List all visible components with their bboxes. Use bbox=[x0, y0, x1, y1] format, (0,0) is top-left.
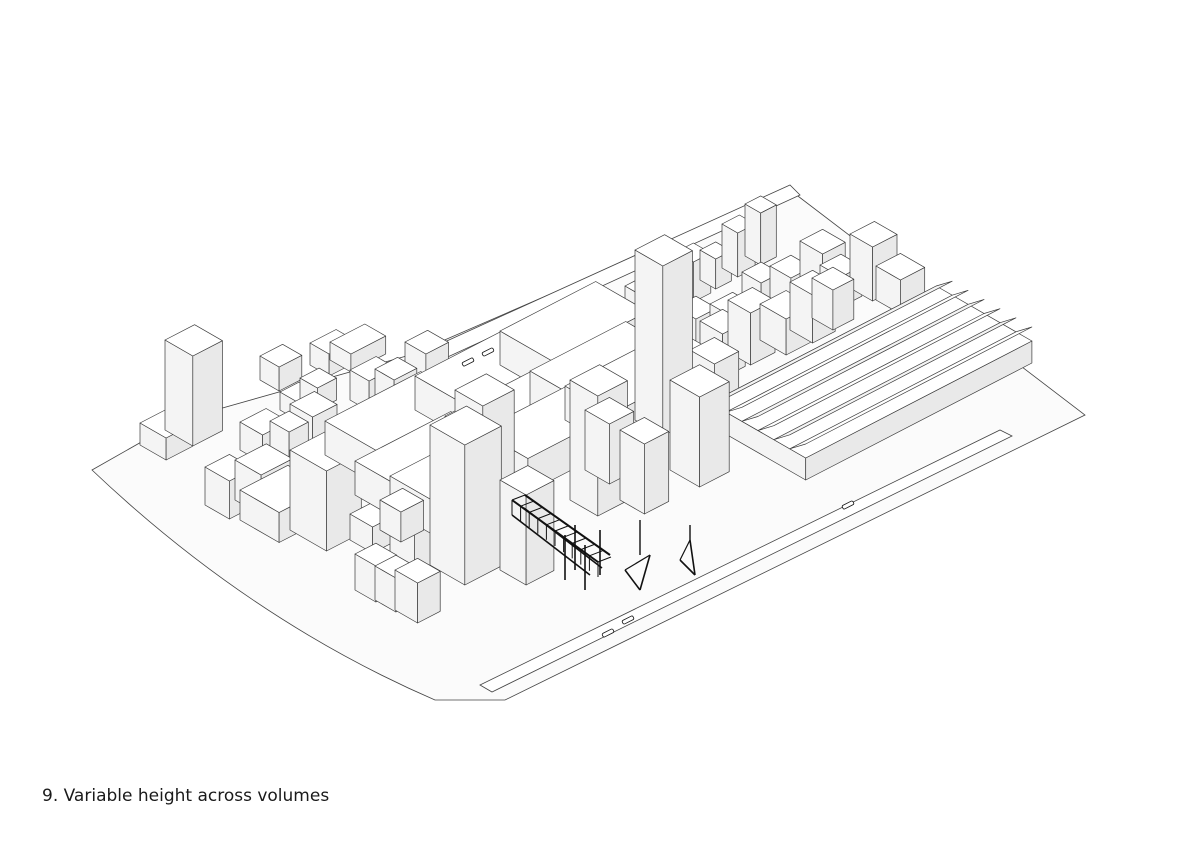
volume-face-left bbox=[430, 425, 465, 585]
volume-face-top bbox=[260, 344, 302, 367]
volume-face-top bbox=[620, 417, 669, 444]
tower-volume bbox=[620, 417, 669, 514]
west-cluster-volume bbox=[165, 325, 222, 446]
steel-canopy-structure bbox=[462, 347, 855, 637]
steel-member bbox=[625, 555, 650, 570]
volume-face-top bbox=[812, 267, 854, 290]
sawtooth-ridge bbox=[726, 290, 968, 412]
steel-member bbox=[521, 501, 534, 506]
volume-face-front bbox=[644, 431, 668, 514]
volume-face-top bbox=[570, 365, 627, 396]
sawtooth-ridge bbox=[790, 327, 1032, 449]
volume-face-top bbox=[585, 397, 634, 424]
volume-face-top bbox=[395, 558, 440, 583]
volume-face-left bbox=[620, 430, 644, 514]
volume-face-left bbox=[670, 380, 700, 487]
volume-face-top bbox=[850, 221, 897, 247]
vehicle-marker bbox=[622, 615, 635, 624]
steel-member bbox=[525, 495, 610, 555]
volume-face-top bbox=[330, 324, 386, 354]
volume-face-front bbox=[465, 426, 502, 585]
steel-member bbox=[690, 540, 695, 575]
steel-member bbox=[512, 515, 590, 575]
road-edge-south bbox=[480, 430, 1012, 692]
steel-member bbox=[680, 560, 695, 575]
volume-face-left bbox=[165, 340, 193, 446]
steel-member bbox=[581, 545, 594, 550]
volume-face-front bbox=[526, 481, 554, 585]
steel-member bbox=[512, 495, 525, 500]
steel-member bbox=[680, 540, 690, 560]
volume-face-top bbox=[876, 253, 925, 280]
steel-member bbox=[640, 555, 650, 590]
steel-member bbox=[529, 507, 542, 512]
west-cluster-volume bbox=[330, 324, 386, 372]
west-cluster-volume bbox=[260, 344, 302, 391]
volume-face-top bbox=[300, 368, 337, 388]
volume-face-top bbox=[270, 411, 308, 432]
vehicle-marker bbox=[462, 357, 475, 366]
sawtooth-warehouse bbox=[710, 281, 1032, 480]
sawtooth-ridge bbox=[774, 318, 1016, 440]
volume-face-top bbox=[405, 330, 449, 354]
steel-member bbox=[538, 514, 551, 519]
steel-member bbox=[625, 570, 640, 590]
volume-face-top bbox=[670, 365, 729, 397]
volume-face-front bbox=[193, 341, 223, 446]
volume-face-left bbox=[745, 204, 761, 265]
volume-face-front bbox=[700, 382, 730, 487]
vehicle-marker bbox=[602, 628, 615, 637]
figure-caption: 9. Variable height across volumes bbox=[42, 786, 330, 806]
vehicle-marker bbox=[482, 347, 495, 356]
volume-face-top bbox=[430, 406, 501, 445]
back-row-volume bbox=[812, 267, 854, 330]
building-volumes bbox=[140, 196, 1032, 623]
volume-face-top bbox=[375, 357, 417, 380]
volume-face-top bbox=[800, 229, 845, 254]
volume-face-top bbox=[690, 337, 739, 364]
tower-volume bbox=[380, 488, 424, 542]
volume-face-top bbox=[380, 488, 424, 512]
steel-member bbox=[555, 526, 568, 531]
vehicle-marker bbox=[842, 500, 855, 509]
volume-face-top bbox=[455, 374, 514, 406]
volume-face-top bbox=[290, 391, 337, 417]
volume-face-top bbox=[500, 466, 554, 495]
tower-volume bbox=[670, 365, 729, 487]
volume-face-top bbox=[745, 196, 776, 213]
west-cluster-volume bbox=[395, 558, 440, 623]
steel-member bbox=[546, 520, 559, 525]
volume-face-left bbox=[635, 250, 663, 436]
volume-face-top bbox=[635, 235, 692, 266]
tower-volume bbox=[430, 406, 501, 585]
sawtooth-ridge bbox=[758, 309, 1000, 431]
volume-face-front bbox=[761, 205, 777, 265]
volume-face-top bbox=[165, 325, 222, 356]
back-row-volume bbox=[745, 196, 776, 265]
sawtooth-ridge bbox=[742, 300, 984, 422]
